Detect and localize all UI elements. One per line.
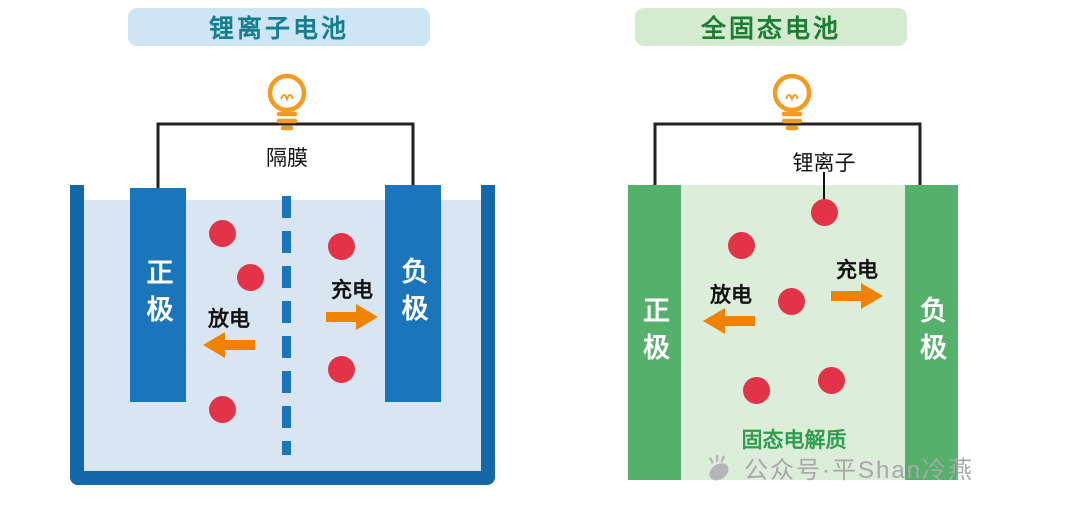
solid-electrolyte-label: 固态电解质 — [741, 429, 847, 452]
left-positive-electrode: 正极 — [130, 188, 186, 402]
lithium-ion-dot — [328, 233, 355, 260]
lithium-ion-dot — [237, 264, 264, 291]
right-discharge-arrow-icon — [703, 308, 755, 334]
solid-electrolyte-body — [628, 185, 958, 480]
lithium-ion-dot — [778, 288, 805, 315]
left-charge-label: 充电 — [331, 279, 373, 302]
right-light-bulb-icon — [772, 73, 812, 131]
lithium-ion-dot — [743, 377, 770, 404]
right-charge-label: 充电 — [836, 259, 878, 282]
right-charge-arrow-icon — [831, 283, 883, 309]
left-panel-title: 锂离子电池 — [128, 8, 430, 46]
right-negative-electrode: 负极 — [905, 185, 958, 480]
left-charge-arrow-icon — [326, 304, 378, 330]
lithium-ion-dot — [728, 232, 755, 259]
left-negative-electrode: 负极 — [385, 185, 441, 402]
lithium-ion-dot — [209, 220, 236, 247]
electrolyte-tank — [70, 185, 495, 485]
separator-membrane — [282, 196, 291, 455]
watermark-icon — [709, 454, 729, 480]
right-discharge-label: 放电 — [710, 284, 752, 307]
right-negative-electrode-label: 负极 — [916, 295, 946, 370]
lithium-ion-callout-label: 锂离子 — [792, 152, 856, 175]
lithium-ion-dot — [209, 396, 236, 423]
watermark-text: 公众号·平Shan冷燕 — [744, 457, 975, 484]
lithium-ion-dot — [811, 199, 838, 226]
left-light-bulb-icon — [267, 73, 307, 131]
left-discharge-label: 放电 — [208, 308, 250, 331]
left-positive-electrode-label: 正极 — [142, 258, 173, 332]
watermark: 公众号·平Shan冷燕 — [703, 450, 974, 485]
right-positive-electrode: 正极 — [628, 185, 681, 480]
lithium-ion-callout-line — [823, 172, 825, 204]
lithium-ion-dot — [818, 367, 845, 394]
separator-label: 隔膜 — [266, 147, 308, 170]
lithium-ion-dot — [328, 356, 355, 383]
left-negative-electrode-label: 负极 — [397, 256, 428, 331]
right-positive-electrode-label: 正极 — [639, 295, 669, 370]
left-discharge-arrow-icon — [203, 332, 255, 358]
right-panel-title: 全固态电池 — [635, 8, 907, 46]
